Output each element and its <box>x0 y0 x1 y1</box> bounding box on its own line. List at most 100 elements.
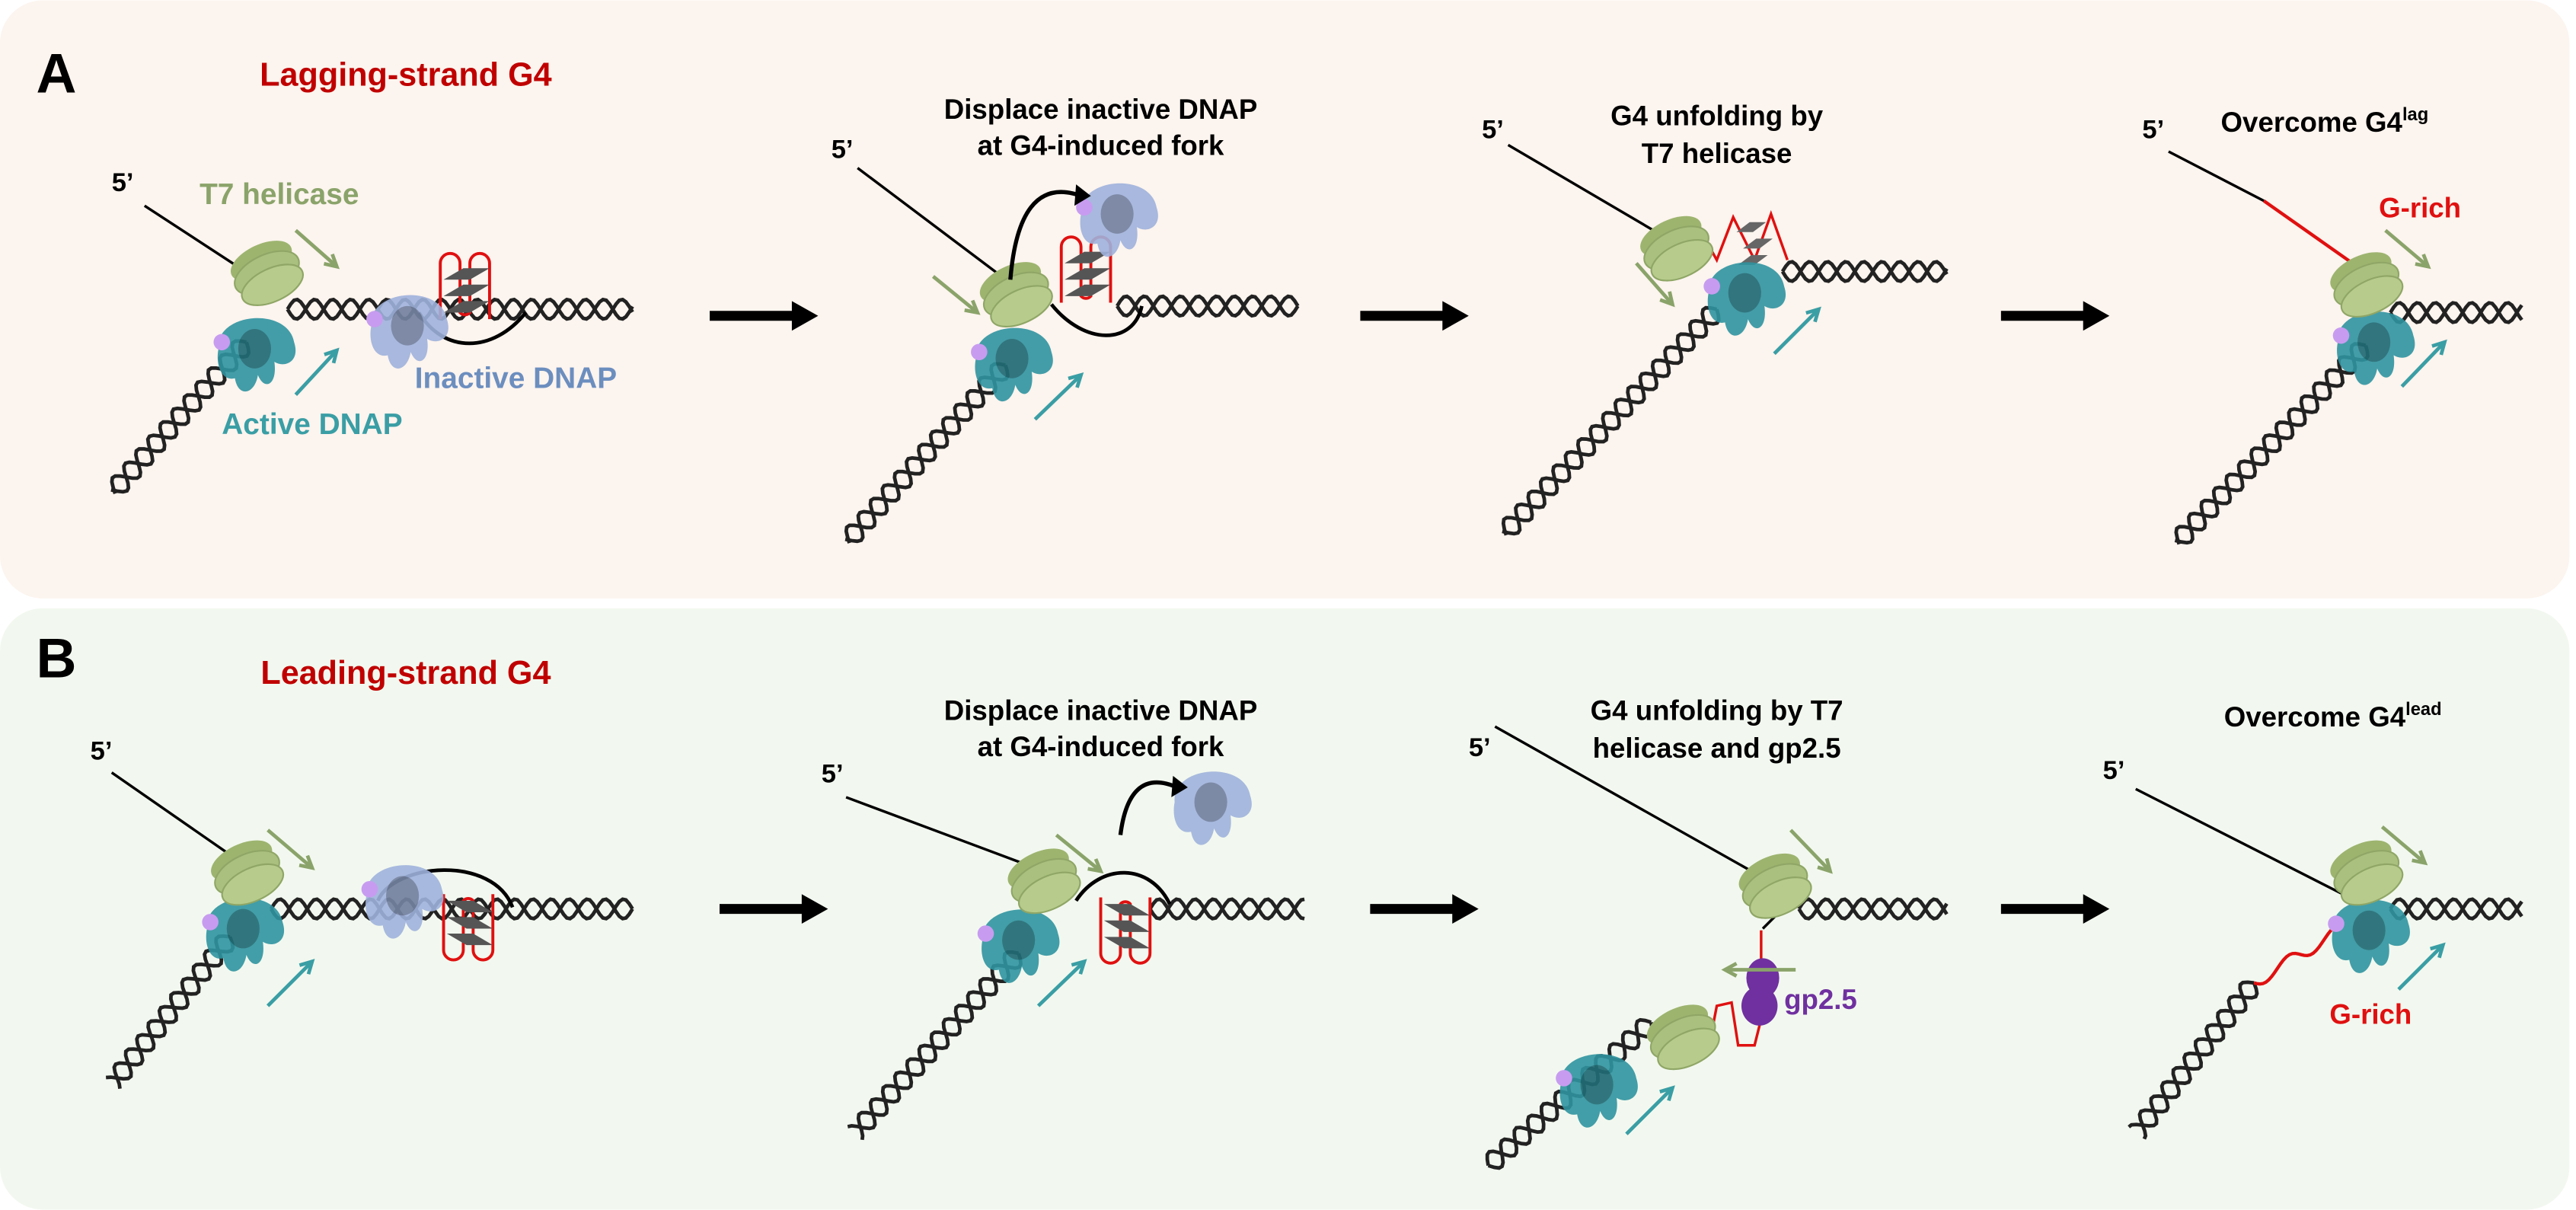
dna-double-helix <box>1501 305 1721 536</box>
panel-b-letter: B <box>36 627 76 689</box>
step-arrow-icon <box>719 894 828 924</box>
active-dnap-shadow <box>226 908 260 949</box>
step-title: at G4-induced fork <box>978 731 1224 762</box>
active-dnap-shadow <box>2352 910 2386 950</box>
inactive-dnap-shadow <box>1194 782 1227 822</box>
active-dnap-shadow <box>995 338 1029 378</box>
dnap-direction-arrow-head <box>2431 339 2447 356</box>
dna-double-helix <box>2174 342 2370 545</box>
helicase-direction-arrow <box>1789 828 1832 873</box>
active-dnap-shadow <box>1728 273 1761 313</box>
dna-strand <box>2389 301 2523 324</box>
t7-helicase <box>2330 252 2404 318</box>
helicase-ring <box>1017 871 1081 915</box>
inactive-dnap-body <box>1080 183 1158 257</box>
g-rich-strand <box>2253 923 2343 986</box>
step-title: helicase and gp2.5 <box>1593 733 1841 764</box>
inactive-dnap-shadow <box>391 305 424 346</box>
primer-dot <box>202 914 219 931</box>
unfolded-g4-strand <box>1699 209 1789 263</box>
active-dnap <box>971 327 1053 402</box>
g4-tetrad-plate <box>1065 284 1111 296</box>
dna-strand <box>1148 897 1305 921</box>
helicase-direction-arrow <box>1635 262 1674 306</box>
g-quadruplex <box>1099 897 1152 965</box>
active-dnap <box>2328 899 2410 973</box>
displacement-arrow <box>1008 190 1077 280</box>
five-prime-label: 5’ <box>832 136 854 164</box>
inactive-dnap-body <box>365 865 444 939</box>
step-arrow-icon <box>2000 301 2110 331</box>
g4-tetrad-plate <box>1065 251 1111 263</box>
lagging-single-strand <box>857 167 1011 285</box>
dna-strand <box>1502 308 1721 536</box>
inactive-dnap-body <box>1173 771 1252 845</box>
t7-helicase <box>230 241 304 306</box>
step-title: Overcome G4lead <box>2224 700 2442 733</box>
label-t7-helicase: T7 helicase <box>200 178 359 211</box>
g4-tetrad-plate <box>443 301 490 313</box>
dna-strand <box>112 936 235 1089</box>
lagging-single-strand <box>2135 787 2347 897</box>
active-dnap-body <box>975 327 1053 402</box>
dna-strand <box>2174 344 2370 545</box>
dna-strand <box>2174 342 2367 545</box>
dna-double-helix <box>2389 897 2523 921</box>
five-prime-label: 5’ <box>91 736 113 765</box>
dnap-direction-arrow-head <box>1659 1085 1675 1102</box>
helicase-direction-arrow-head <box>1087 858 1104 874</box>
five-prime-label: 5’ <box>1469 733 1491 762</box>
inactive-dnap <box>1076 183 1158 257</box>
lagging-single-strand <box>110 771 231 856</box>
panel-a-heading: Lagging-strand G4 <box>260 57 551 94</box>
dna-strand <box>1797 897 1949 921</box>
active-dnap-body <box>982 909 1060 983</box>
dna-double-helix <box>1780 260 1949 283</box>
helicase-direction-arrow-head <box>323 254 340 270</box>
dna-double-helix <box>844 362 1010 544</box>
step-title: T7 helicase <box>1642 138 1792 169</box>
active-dnap <box>202 898 285 972</box>
inactive-dnap-body <box>370 295 448 369</box>
inactive-dnap-shadow <box>1100 194 1134 234</box>
step-arrow-icon <box>2000 894 2110 924</box>
dnap-direction-arrow-head <box>324 347 340 364</box>
g4-tetrad-plate <box>443 284 490 296</box>
active-dnap-shadow <box>1002 920 1036 960</box>
helicase-ring <box>2340 863 2404 906</box>
step-title-main: Overcome G4 <box>2224 701 2406 733</box>
step-title: G4 unfolding by T7 <box>1591 695 1843 726</box>
dna-double-helix <box>2128 980 2259 1140</box>
dnap-direction-arrow <box>1625 1087 1674 1135</box>
lagging-single-strand <box>845 796 1023 864</box>
gp25-label: gp2.5 <box>1784 984 1857 1015</box>
helicase-direction-arrow <box>267 828 314 870</box>
lagging-single-strand <box>1507 143 1668 240</box>
step-title-main: Overcome G4 <box>2221 107 2403 138</box>
step-title-sup: lag <box>2402 105 2428 125</box>
panel-a-letter: A <box>36 42 76 104</box>
g4-tetrad-plate <box>1065 268 1111 280</box>
primer-dot <box>2332 327 2350 344</box>
active-dnap-body <box>206 898 285 972</box>
g4-tetrad-plate <box>1743 238 1773 249</box>
g4-loop <box>439 251 491 320</box>
panel-b-background <box>0 608 2570 1210</box>
dnap-direction-arrow <box>1036 959 1086 1007</box>
label-inactive-dnap: Inactive DNAP <box>415 362 617 395</box>
step-title: at G4-induced fork <box>978 129 1224 161</box>
active-dnap-shadow <box>238 329 271 369</box>
five-prime-label: 5’ <box>822 760 844 789</box>
helicase-direction-arrow-head <box>1659 291 1675 308</box>
active-dnap-body <box>217 318 296 392</box>
panel-b-heading: Leading-strand G4 <box>260 655 551 691</box>
step-title: G4 unfolding by <box>1610 101 1824 132</box>
t7-helicase <box>1640 216 1714 282</box>
five-prime-label: 5’ <box>2103 756 2125 785</box>
displacement-arrow-head <box>1074 184 1091 206</box>
primer-dot <box>971 343 988 361</box>
primer-dot <box>361 880 378 898</box>
dnap-direction-arrow-head <box>2430 942 2446 959</box>
step-title: Displace inactive DNAP <box>944 94 1258 125</box>
